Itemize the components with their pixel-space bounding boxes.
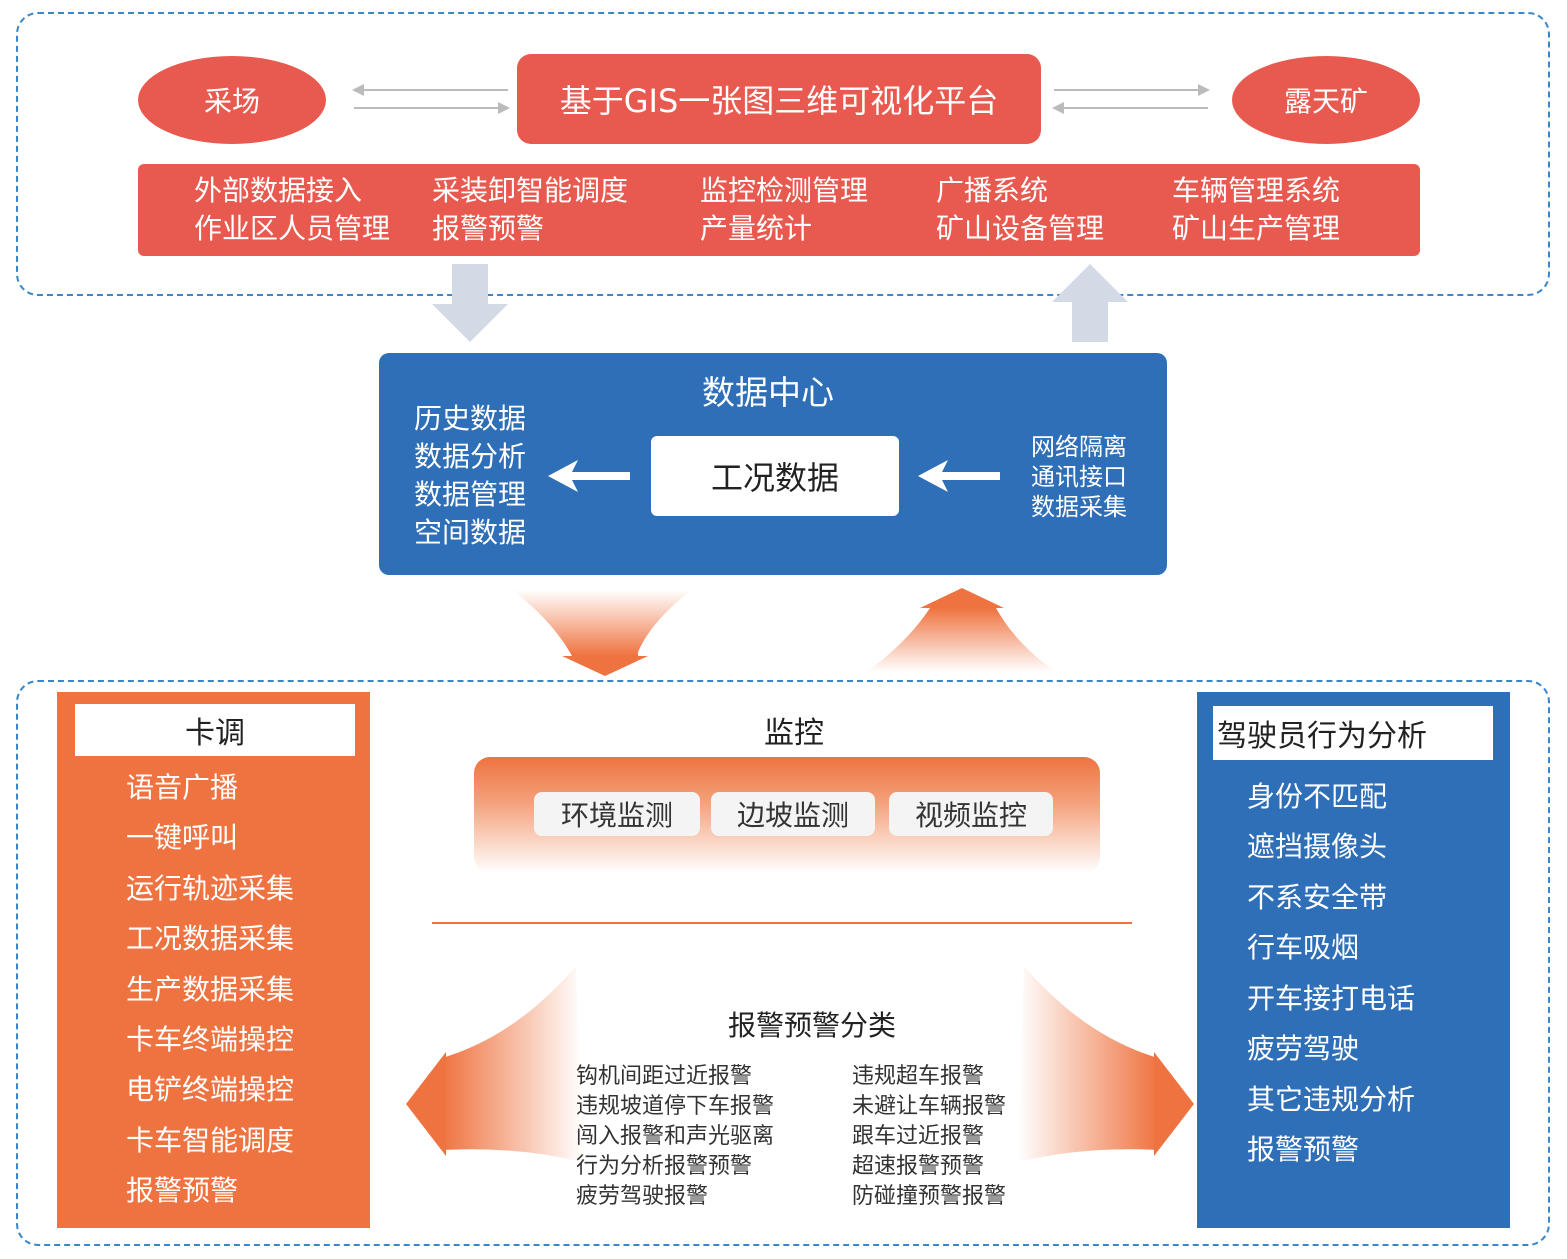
truck-dispatch-item: 一键呼叫 — [126, 821, 239, 854]
up-arrow-grey — [1052, 264, 1128, 342]
left-site-label: 采场 — [203, 85, 260, 118]
alarm-item: 闯入报警和声光驱离 — [576, 1124, 775, 1149]
core-data-label: 工况数据 — [710, 459, 839, 497]
alarm-left-list: 钩机间距过近报警 违规坡道停下车报警 闯入报警和声光驱离 行为分析报警预警 疲劳… — [576, 1062, 774, 1212]
driver-behavior-title: 驾驶员行为分析 — [1217, 719, 1427, 754]
function-item: 采装卸智能调度 — [432, 174, 629, 207]
truck-dispatch-title: 卡调 — [185, 716, 245, 751]
function-item: 监控检测管理 — [700, 174, 869, 207]
bottom-frame — [16, 680, 1550, 1246]
data-center-right-list: 网络隔离 通讯接口 数据采集 — [1031, 432, 1127, 522]
driver-behavior-panel — [1197, 692, 1510, 1228]
function-column-3: 监控检测管理 产量统计 — [700, 172, 868, 248]
alarm-item: 钩机间距过近报警 — [576, 1064, 753, 1089]
data-center-right-item: 数据采集 — [1031, 493, 1127, 521]
left-double-arrow — [352, 84, 510, 114]
truck-dispatch-item: 生产数据采集 — [126, 973, 295, 1006]
down-arrow-grey — [432, 264, 508, 342]
truck-dispatch-title-box: 卡调 — [75, 704, 355, 756]
function-column-2: 采装卸智能调度 报警预警 — [432, 172, 628, 248]
function-item: 外部数据接入 — [194, 174, 363, 207]
alarm-item: 疲劳驾驶报警 — [576, 1184, 709, 1209]
alarm-item: 超速报警预警 — [852, 1154, 985, 1179]
alarm-item: 违规坡道停下车报警 — [576, 1094, 775, 1119]
function-item: 矿山生产管理 — [1172, 212, 1341, 245]
alarm-item: 行为分析报警预警 — [576, 1154, 753, 1179]
video-monitor-pill: 视频监控 — [889, 792, 1053, 836]
truck-dispatch-item: 语音广播 — [126, 771, 239, 804]
data-center-right-item: 网络隔离 — [1031, 433, 1127, 461]
function-column-1: 外部数据接入 作业区人员管理 — [194, 172, 390, 248]
alarm-item: 违规超车报警 — [852, 1064, 985, 1089]
truck-dispatch-item: 卡车终端操控 — [126, 1023, 295, 1056]
down-arrow-orange — [512, 590, 692, 676]
function-item: 广播系统 — [936, 174, 1049, 207]
alarm-item: 防碰撞预警报警 — [852, 1184, 1007, 1209]
driver-behavior-item: 遮挡摄像头 — [1247, 830, 1388, 863]
truck-dispatch-item: 工况数据采集 — [126, 922, 295, 955]
driver-behavior-item: 行车吸烟 — [1247, 931, 1360, 964]
data-center-left-item: 空间数据 — [414, 516, 527, 549]
alarm-title: 报警预警分类 — [728, 1009, 897, 1042]
right-site-ellipse: 露天矿 — [1232, 56, 1420, 144]
section-divider — [432, 922, 1132, 924]
monitoring-item: 视频监控 — [914, 799, 1027, 832]
left-site-ellipse: 采场 — [138, 56, 326, 144]
function-item: 车辆管理系统 — [1172, 174, 1341, 207]
platform-title-box: 基于GIS一张图三维可视化平台 — [517, 54, 1041, 144]
truck-dispatch-item: 电铲终端操控 — [126, 1073, 295, 1106]
environment-monitor-pill: 环境监测 — [534, 792, 700, 836]
truck-dispatch-item: 报警预警 — [126, 1174, 239, 1207]
data-center-left-item: 数据管理 — [414, 478, 527, 511]
left-white-arrow — [548, 460, 630, 492]
platform-title: 基于GIS一张图三维可视化平台 — [559, 82, 999, 120]
driver-behavior-item: 身份不匹配 — [1247, 780, 1388, 813]
driver-behavior-item: 不系安全带 — [1247, 881, 1388, 914]
monitoring-item: 边坡监测 — [736, 799, 849, 832]
data-center-left-list: 历史数据 数据分析 数据管理 空间数据 — [414, 400, 526, 552]
driver-behavior-item: 报警预警 — [1247, 1133, 1360, 1166]
right-white-arrow — [918, 460, 1000, 492]
truck-dispatch-panel — [57, 692, 370, 1228]
function-item: 产量统计 — [700, 212, 813, 245]
data-center-right-item: 通讯接口 — [1031, 463, 1127, 491]
driver-behavior-item: 开车接打电话 — [1247, 982, 1416, 1015]
alarm-right-arrow — [1018, 966, 1194, 1162]
right-double-arrow — [1052, 84, 1210, 114]
data-center-title: 数据中心 — [702, 373, 834, 412]
alarm-left-arrow — [406, 966, 582, 1162]
alarm-item: 未避让车辆报警 — [852, 1094, 1007, 1119]
truck-dispatch-item: 运行轨迹采集 — [126, 872, 295, 905]
alarm-right-list: 违规超车报警 未避让车辆报警 跟车过近报警 超速报警预警 防碰撞预警报警 — [852, 1062, 1006, 1212]
function-item: 矿山设备管理 — [936, 212, 1105, 245]
function-column-4: 广播系统 矿山设备管理 — [936, 172, 1104, 248]
data-center-left-item: 数据分析 — [414, 440, 527, 473]
function-item: 报警预警 — [432, 212, 545, 245]
alarm-item: 跟车过近报警 — [852, 1124, 985, 1149]
slope-monitor-pill: 边坡监测 — [711, 792, 875, 836]
driver-behavior-item: 疲劳驾驶 — [1247, 1032, 1360, 1065]
function-bar — [138, 164, 1420, 256]
right-site-label: 露天矿 — [1283, 85, 1368, 118]
truck-dispatch-item: 卡车智能调度 — [126, 1124, 295, 1157]
top-frame — [16, 12, 1550, 296]
function-column-5: 车辆管理系统 矿山生产管理 — [1172, 172, 1340, 248]
monitoring-item: 环境监测 — [560, 799, 673, 832]
driver-behavior-title-box: 驾驶员行为分析 — [1213, 706, 1493, 760]
core-data-box: 工况数据 — [651, 436, 899, 516]
up-arrow-orange — [866, 588, 1056, 672]
driver-behavior-item: 其它违规分析 — [1247, 1083, 1416, 1116]
data-center-left-item: 历史数据 — [414, 402, 527, 435]
monitoring-title: 监控 — [764, 716, 824, 751]
function-item: 作业区人员管理 — [194, 212, 391, 245]
